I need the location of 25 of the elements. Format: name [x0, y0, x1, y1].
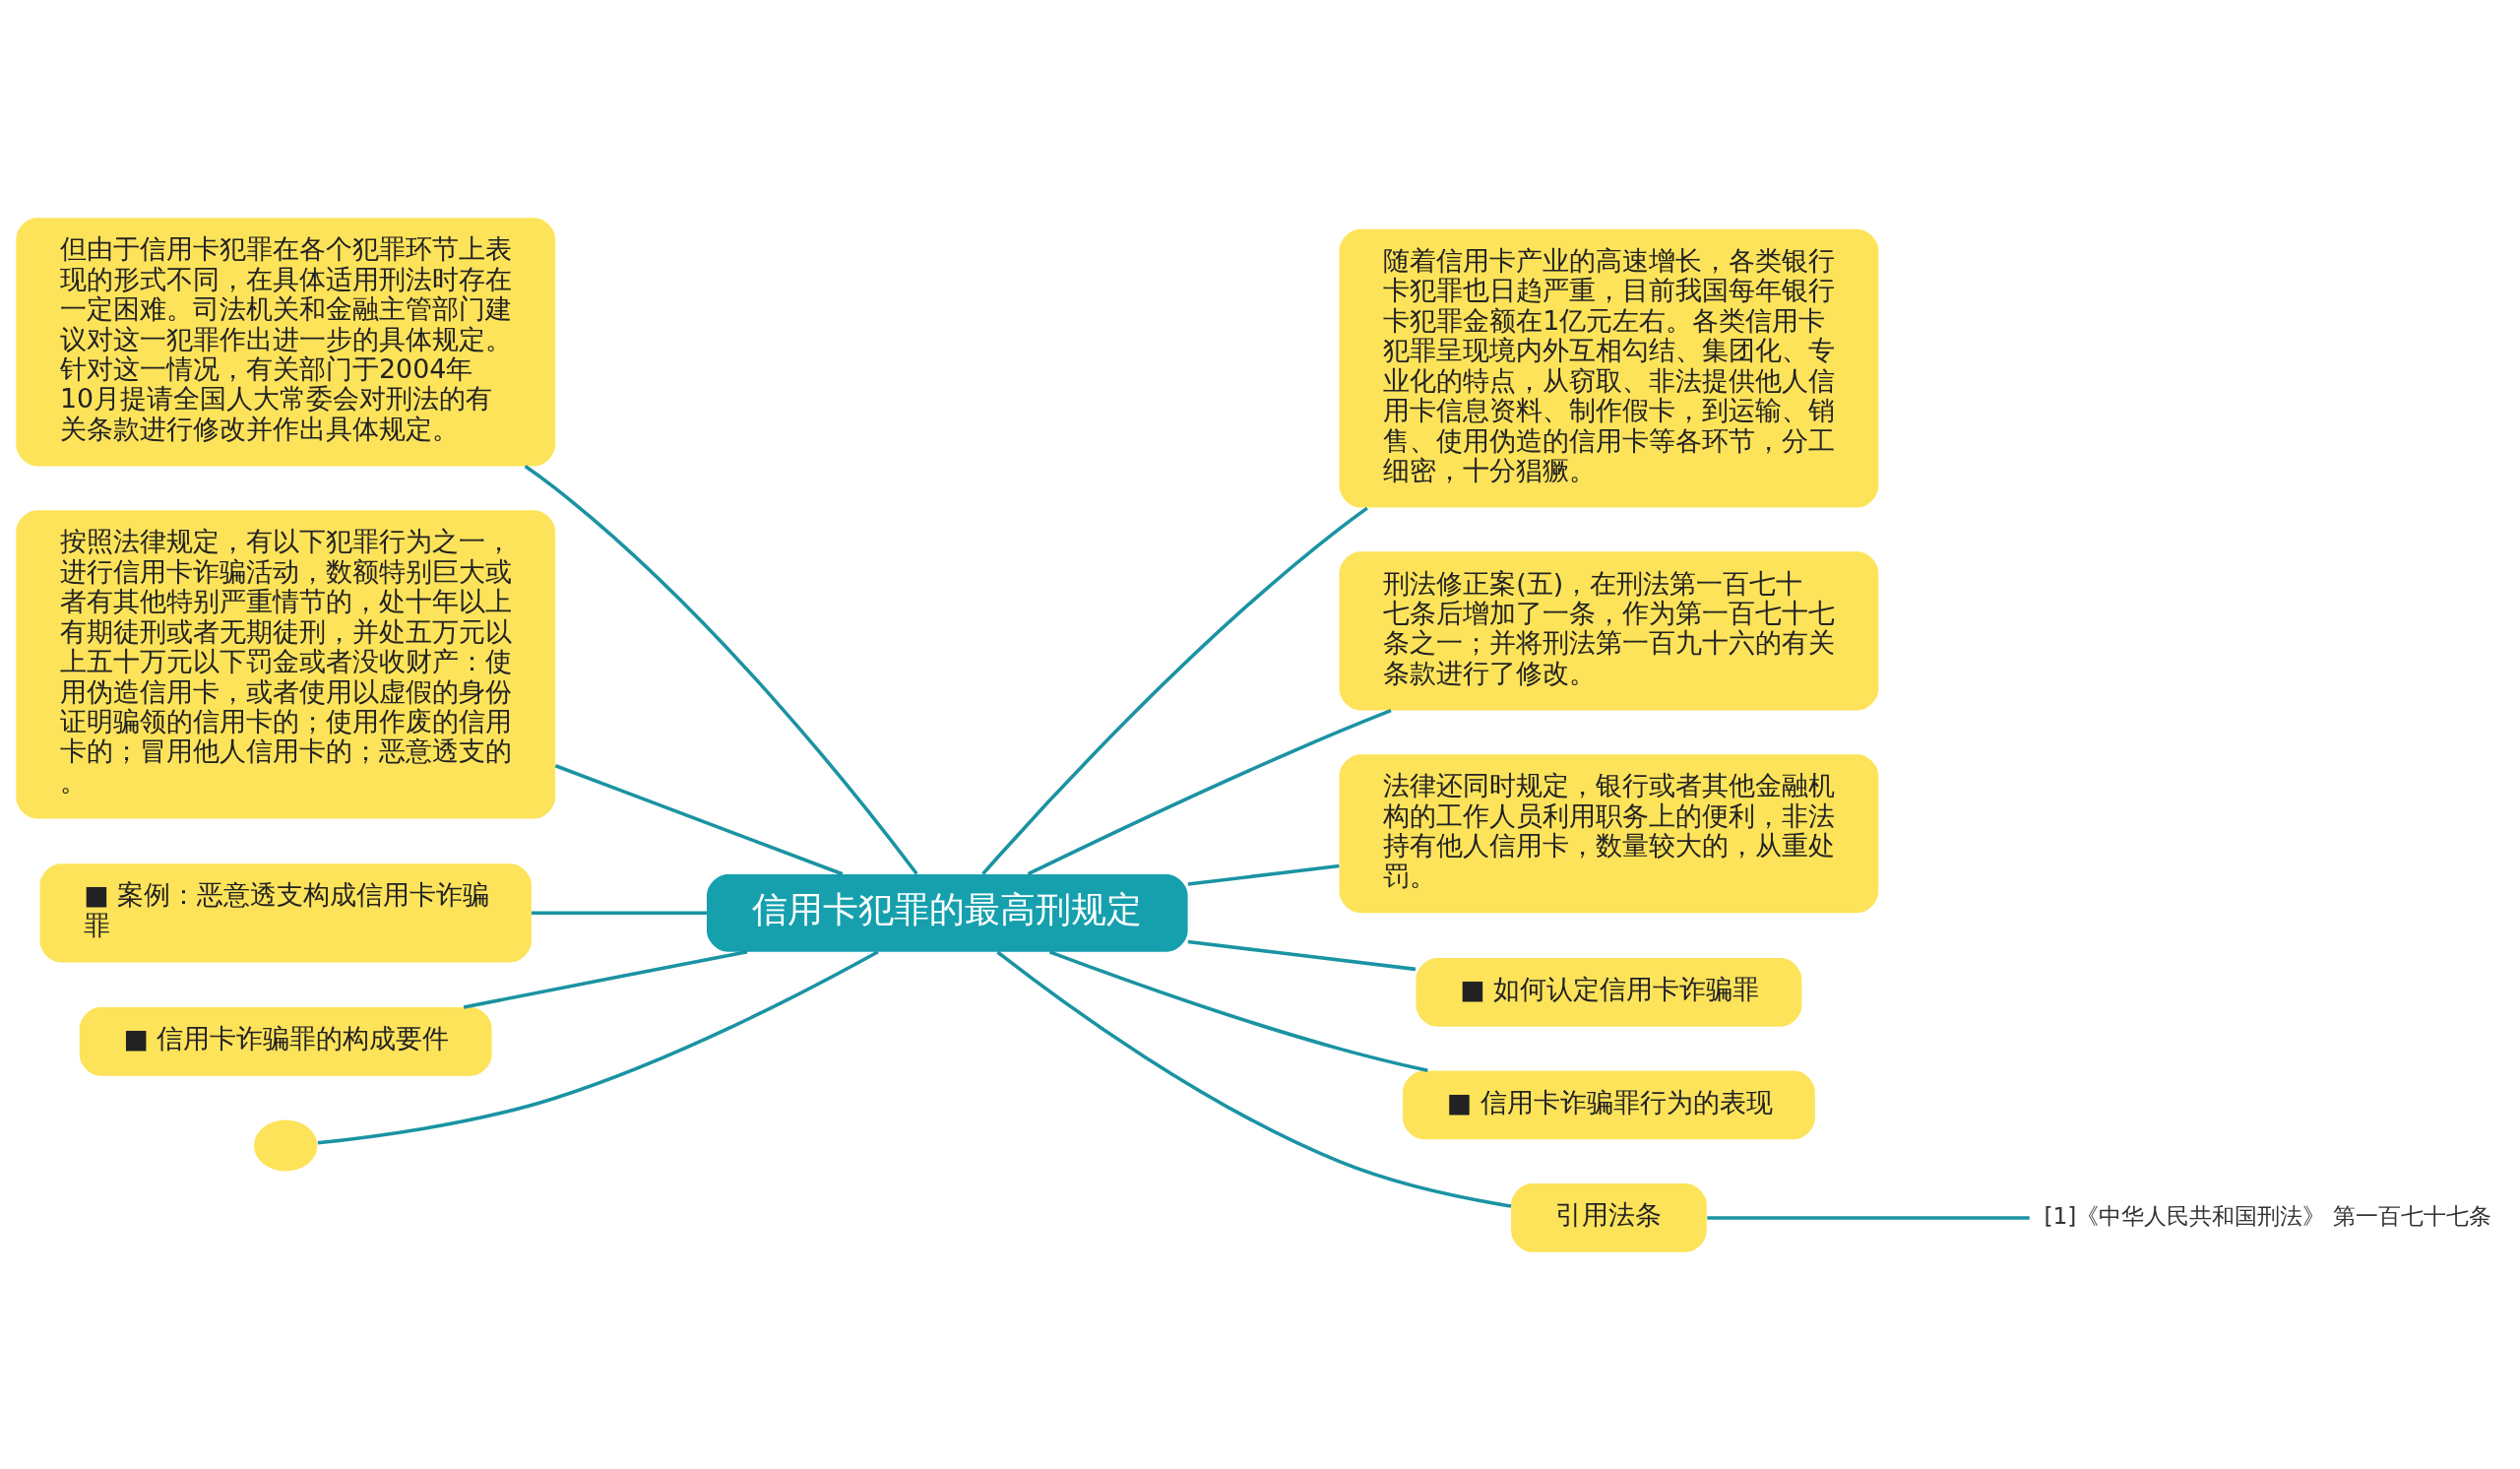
connector — [996, 950, 1512, 1208]
node-box: 刑法修正案(五)，在刑法第一百七十七条后增加了一条，作为第一百七十七条之一；并将刑法第一百九十六的有关条款进行了修改。 — [1339, 550, 1879, 710]
connector — [463, 949, 748, 1009]
connector — [1707, 1215, 2030, 1220]
connector — [554, 763, 844, 875]
node-text: [1]《中华人民共和国刑法》 第一百七十七条 — [2044, 1201, 2491, 1229]
node-box: 引用法条 — [1511, 1182, 1707, 1252]
node-box: ■ 信用卡诈骗罪的构成要件 — [79, 1006, 492, 1076]
connector — [524, 464, 918, 875]
node-circle — [253, 1119, 318, 1171]
node-box: ■ 信用卡诈骗罪行为的表现 — [1403, 1070, 1815, 1139]
connector — [1048, 949, 1428, 1072]
connector — [1027, 708, 1392, 875]
connector — [531, 911, 707, 915]
connector — [1187, 939, 1417, 971]
connector — [317, 949, 879, 1145]
node-box: 随着信用卡产业的高速增长，各类银行卡犯罪也日趋严重，目前我国每年银行卡犯罪金额在1亿元左右。各类信用卡犯罪呈现境内外互相勾结、集团化、专业化的特点，从窃取、非法提供他人信用卡信息资料、制作假卡，到运输、销售、使用伪造的信用卡等各环节，分工细密，十分猖獗。 — [1339, 228, 1879, 508]
connector — [981, 506, 1368, 875]
node-box: 按照法律规定，有以下犯罪行为之一，进行信用卡诈骗活动，数额特别巨大或者有其他特别严重情节的，处十年以上有期徒刑或者无期徒刑，并处五万元以上五十万元以下罚金或者没收财产：使用伪造信用卡，或者使用以虚假的身份证明骗领的信用卡的；使用作废的信用卡的；冒用他人信用卡的；恶意透支的。 — [16, 509, 556, 818]
node-box: 但由于信用卡犯罪在各个犯罪环节上表现的形式不同，在具体适用刑法时存在一定困难。司法机关和金融主管部门建议对这一犯罪作出进一步的具体规定。针对这一情况，有关部门于2004年10月提请全国人大常委会对刑法的有关条款进行修改并作出具体规定。 — [16, 217, 556, 467]
node-box: ■ 如何认定信用卡诈骗罪 — [1416, 957, 1802, 1027]
node-box: 信用卡犯罪的最高刑规定 — [706, 873, 1188, 952]
node-box: ■ 案例：恶意透支构成信用卡诈骗罪 — [39, 862, 532, 962]
connector — [1187, 863, 1340, 886]
node-box: 法律还同时规定，银行或者其他金融机构的工作人员利用职务上的便利，非法持有他人信用卡，数量较大的，从重处罚。 — [1339, 753, 1879, 913]
